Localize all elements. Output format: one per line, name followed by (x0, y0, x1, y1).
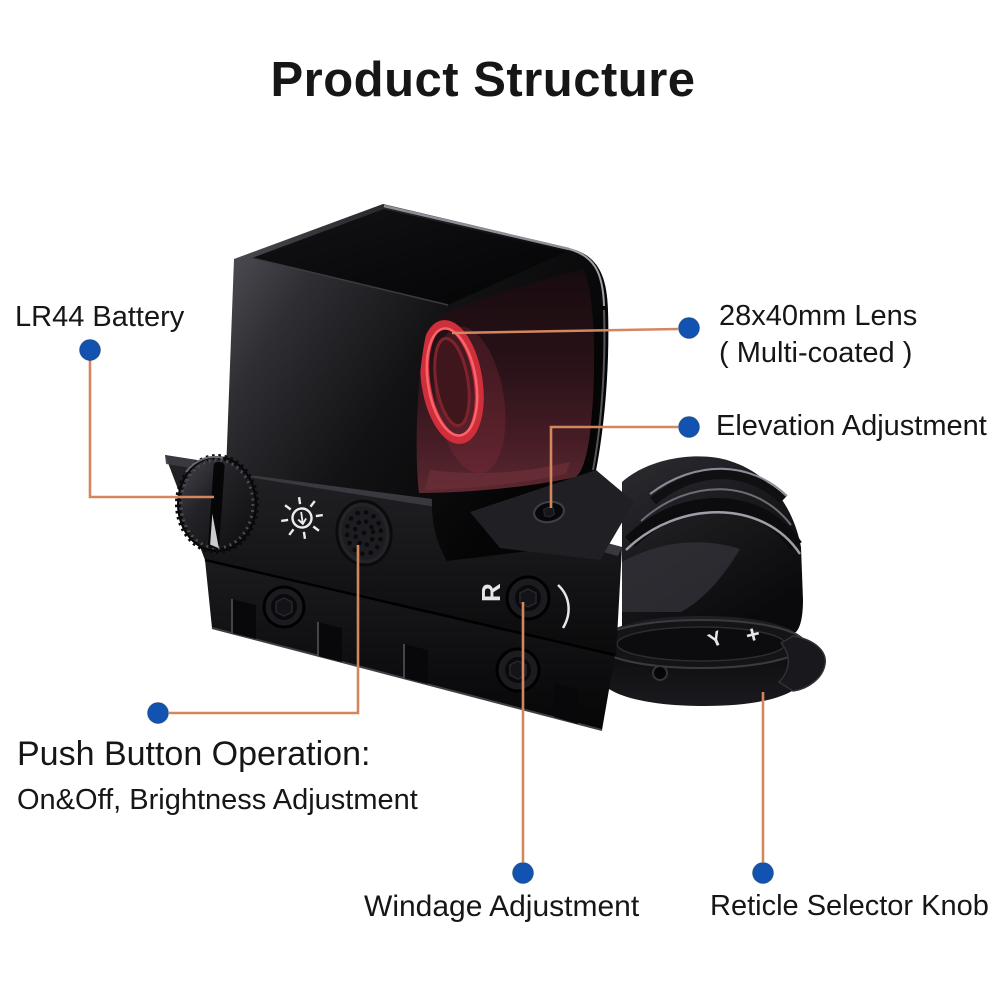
callout-line-battery (88, 360, 214, 499)
callout-line-elevation (549, 425, 678, 508)
callouts (79, 317, 774, 884)
callout-line-push-button (169, 545, 360, 715)
rotation-arc-marking (557, 584, 570, 629)
callout-dot-battery (79, 339, 101, 361)
coin-slot-highlight (210, 513, 219, 549)
picatinny-rail (204, 558, 616, 731)
callout-dot-reticle (752, 862, 774, 884)
battery-cap-knob (175, 454, 259, 554)
elevation-label: Elevation Adjustment (716, 410, 987, 442)
reticle-label: Reticle Selector Knob (710, 890, 989, 922)
reticle-selector-knob: Y + (596, 616, 826, 706)
page-title: Product Structure (270, 53, 696, 107)
windage-label: Windage Adjustment (364, 890, 640, 923)
rail-bolt (262, 585, 306, 629)
rail-bolt (495, 647, 541, 693)
elevation-adjustment-area (470, 470, 634, 560)
rail-slot (554, 683, 578, 724)
rear-housing (622, 456, 803, 632)
lens-label-line1: 28x40mm Lens (719, 300, 918, 332)
elevation-screw (533, 500, 565, 524)
qd-lever (777, 635, 826, 692)
callout-dot-push-button (147, 702, 169, 724)
push-button-label-line2: On&Off, Brightness Adjustment (17, 784, 418, 816)
brightness-icon (281, 497, 323, 539)
lens-label: 28x40mm Lens ( Multi-coated ) (719, 298, 917, 372)
sight-lens (420, 320, 506, 474)
rail-slot (404, 644, 428, 684)
callout-dot-elevation (678, 416, 700, 438)
power-button (335, 499, 393, 567)
callout-dot-windage (512, 862, 534, 884)
rail-slot (318, 622, 342, 662)
push-button-label-line1: Push Button Operation: (17, 735, 371, 773)
reticle-symbol-b: + (743, 620, 763, 650)
callout-line-lens (451, 327, 679, 335)
rail-slot (232, 599, 256, 639)
callout-dot-lens (678, 317, 700, 339)
rotary-direction-marking: R (476, 583, 506, 602)
windage-screw (505, 575, 551, 621)
battery-label: LR44 Battery (15, 301, 185, 333)
knob-index-hole (652, 665, 668, 681)
lens-label-line2: ( Multi-coated ) (719, 337, 913, 369)
